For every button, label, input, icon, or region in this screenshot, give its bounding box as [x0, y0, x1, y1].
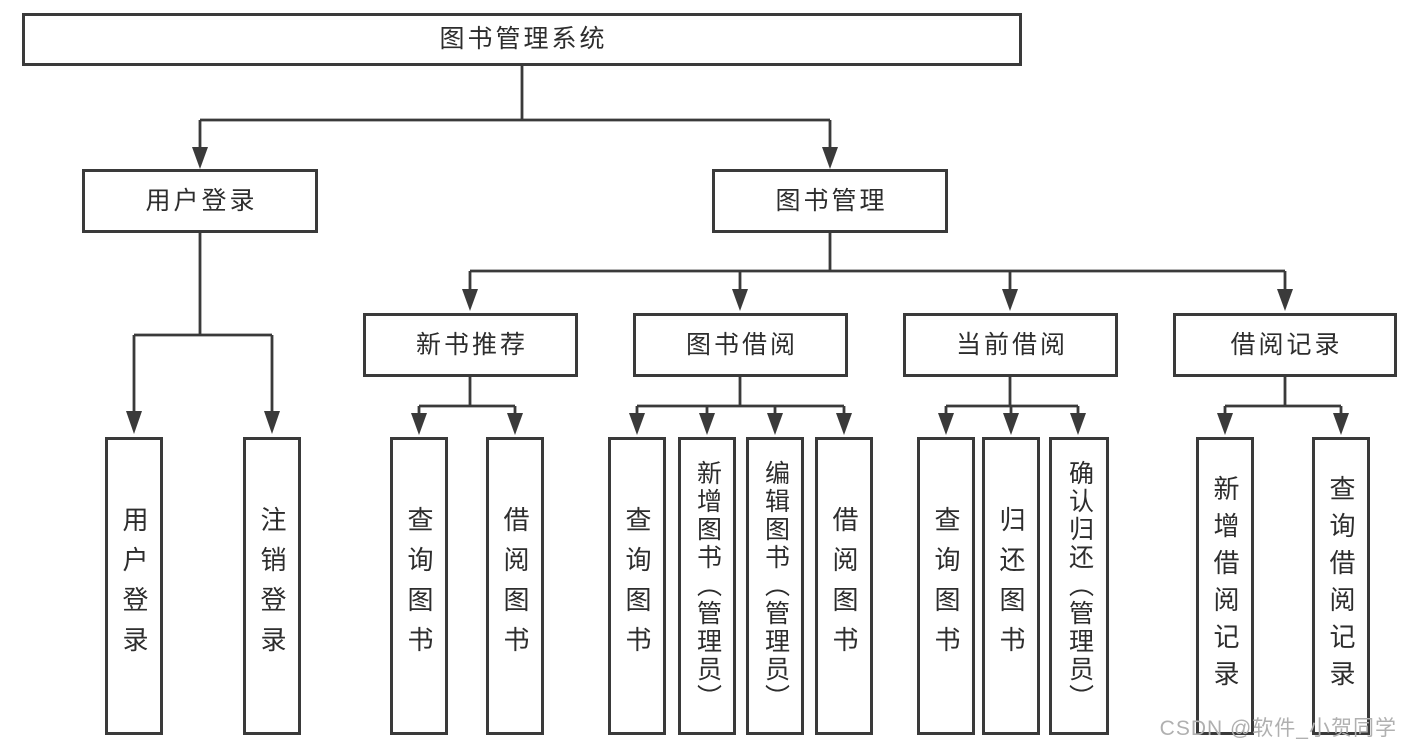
node-borrow-record: 借阅记录 [1173, 313, 1397, 377]
node-new-book-recommend-label: 新书推荐 [415, 330, 528, 359]
node-borrow-record-label: 借阅记录 [1230, 330, 1343, 359]
leaf-confirm-return-admin-label: 确认归还（管理员） [1065, 460, 1094, 712]
node-current-borrow-label: 当前借阅 [955, 330, 1068, 359]
leaf-add-borrow-record: 新增借阅记录 [1196, 437, 1254, 735]
leaf-return-book: 归还图书 [982, 437, 1040, 735]
node-book-borrow: 图书借阅 [633, 313, 848, 377]
root-node-library-system: 图书管理系统 [22, 13, 1022, 66]
leaf-query-books-borrow-label: 查询图书 [622, 506, 652, 666]
leaf-query-books-current: 查询图书 [917, 437, 975, 735]
node-book-borrow-label: 图书借阅 [685, 330, 798, 359]
leaf-borrow-books-recommend: 借阅图书 [486, 437, 544, 735]
leaf-return-book-label: 归还图书 [996, 506, 1026, 666]
root-node-label: 图书管理系统 [439, 25, 608, 53]
leaf-add-book-admin: 新增图书（管理员） [678, 437, 736, 735]
leaf-confirm-return-admin: 确认归还（管理员） [1049, 437, 1109, 735]
node-user-login-label: 用户登录 [145, 186, 258, 215]
node-book-management-label: 图书管理 [775, 186, 888, 215]
leaf-query-books-recommend-label: 查询图书 [404, 506, 434, 666]
leaf-query-borrow-record: 查询借阅记录 [1312, 437, 1370, 735]
leaf-borrow-books-recommend-label: 借阅图书 [500, 506, 530, 666]
leaf-user-login-label: 用户登录 [119, 506, 149, 666]
leaf-borrow-books-label: 借阅图书 [829, 506, 859, 666]
leaf-user-login: 用户登录 [105, 437, 163, 735]
leaf-query-books-current-label: 查询图书 [931, 506, 961, 666]
node-new-book-recommend: 新书推荐 [363, 313, 578, 377]
leaf-borrow-books: 借阅图书 [815, 437, 873, 735]
leaf-logout: 注销登录 [243, 437, 301, 735]
leaf-query-borrow-record-label: 查询借阅记录 [1326, 475, 1356, 697]
leaf-query-books-recommend: 查询图书 [390, 437, 448, 735]
leaf-edit-book-admin-label: 编辑图书（管理员） [761, 460, 790, 712]
leaf-logout-label: 注销登录 [257, 506, 287, 666]
leaf-query-books-borrow: 查询图书 [608, 437, 666, 735]
node-current-borrow: 当前借阅 [903, 313, 1118, 377]
node-user-login: 用户登录 [82, 169, 318, 233]
leaf-edit-book-admin: 编辑图书（管理员） [746, 437, 804, 735]
node-book-management: 图书管理 [712, 169, 948, 233]
csdn-watermark: CSDN @软件_小贺同学 [1159, 717, 1397, 740]
leaf-add-borrow-record-label: 新增借阅记录 [1210, 475, 1240, 697]
leaf-add-book-admin-label: 新增图书（管理员） [693, 460, 722, 712]
